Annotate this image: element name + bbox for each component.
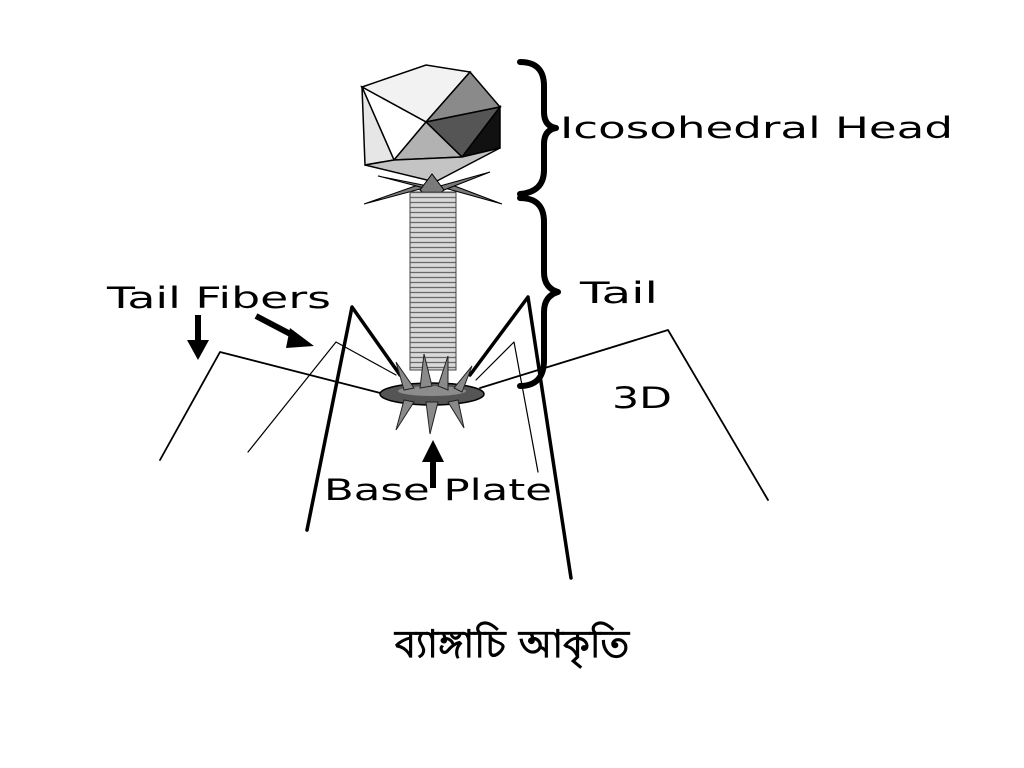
icosahedral-head: [360, 64, 502, 183]
label-icosohedral-head: Icosohedral Head: [560, 111, 953, 145]
base-plate: [379, 353, 485, 435]
tail-fiber-arrow-diagonal: [254, 313, 314, 348]
caption: ব্যাঙ্গাচি আকৃতি: [394, 622, 630, 666]
tail-sheath: [409, 191, 457, 371]
label-3d: 3D: [612, 381, 672, 415]
label-tail-fibers: Tail Fibers: [105, 281, 331, 315]
label-base-plate: Base Plate: [324, 473, 552, 507]
tail-fiber-arrow-down: [187, 315, 209, 360]
head-bracket: [517, 59, 559, 197]
label-tail: Tail: [578, 276, 658, 310]
base-plate-arrow-up: [422, 440, 444, 488]
tail-bracket: [517, 195, 561, 389]
tail-fibers: [159, 295, 769, 580]
